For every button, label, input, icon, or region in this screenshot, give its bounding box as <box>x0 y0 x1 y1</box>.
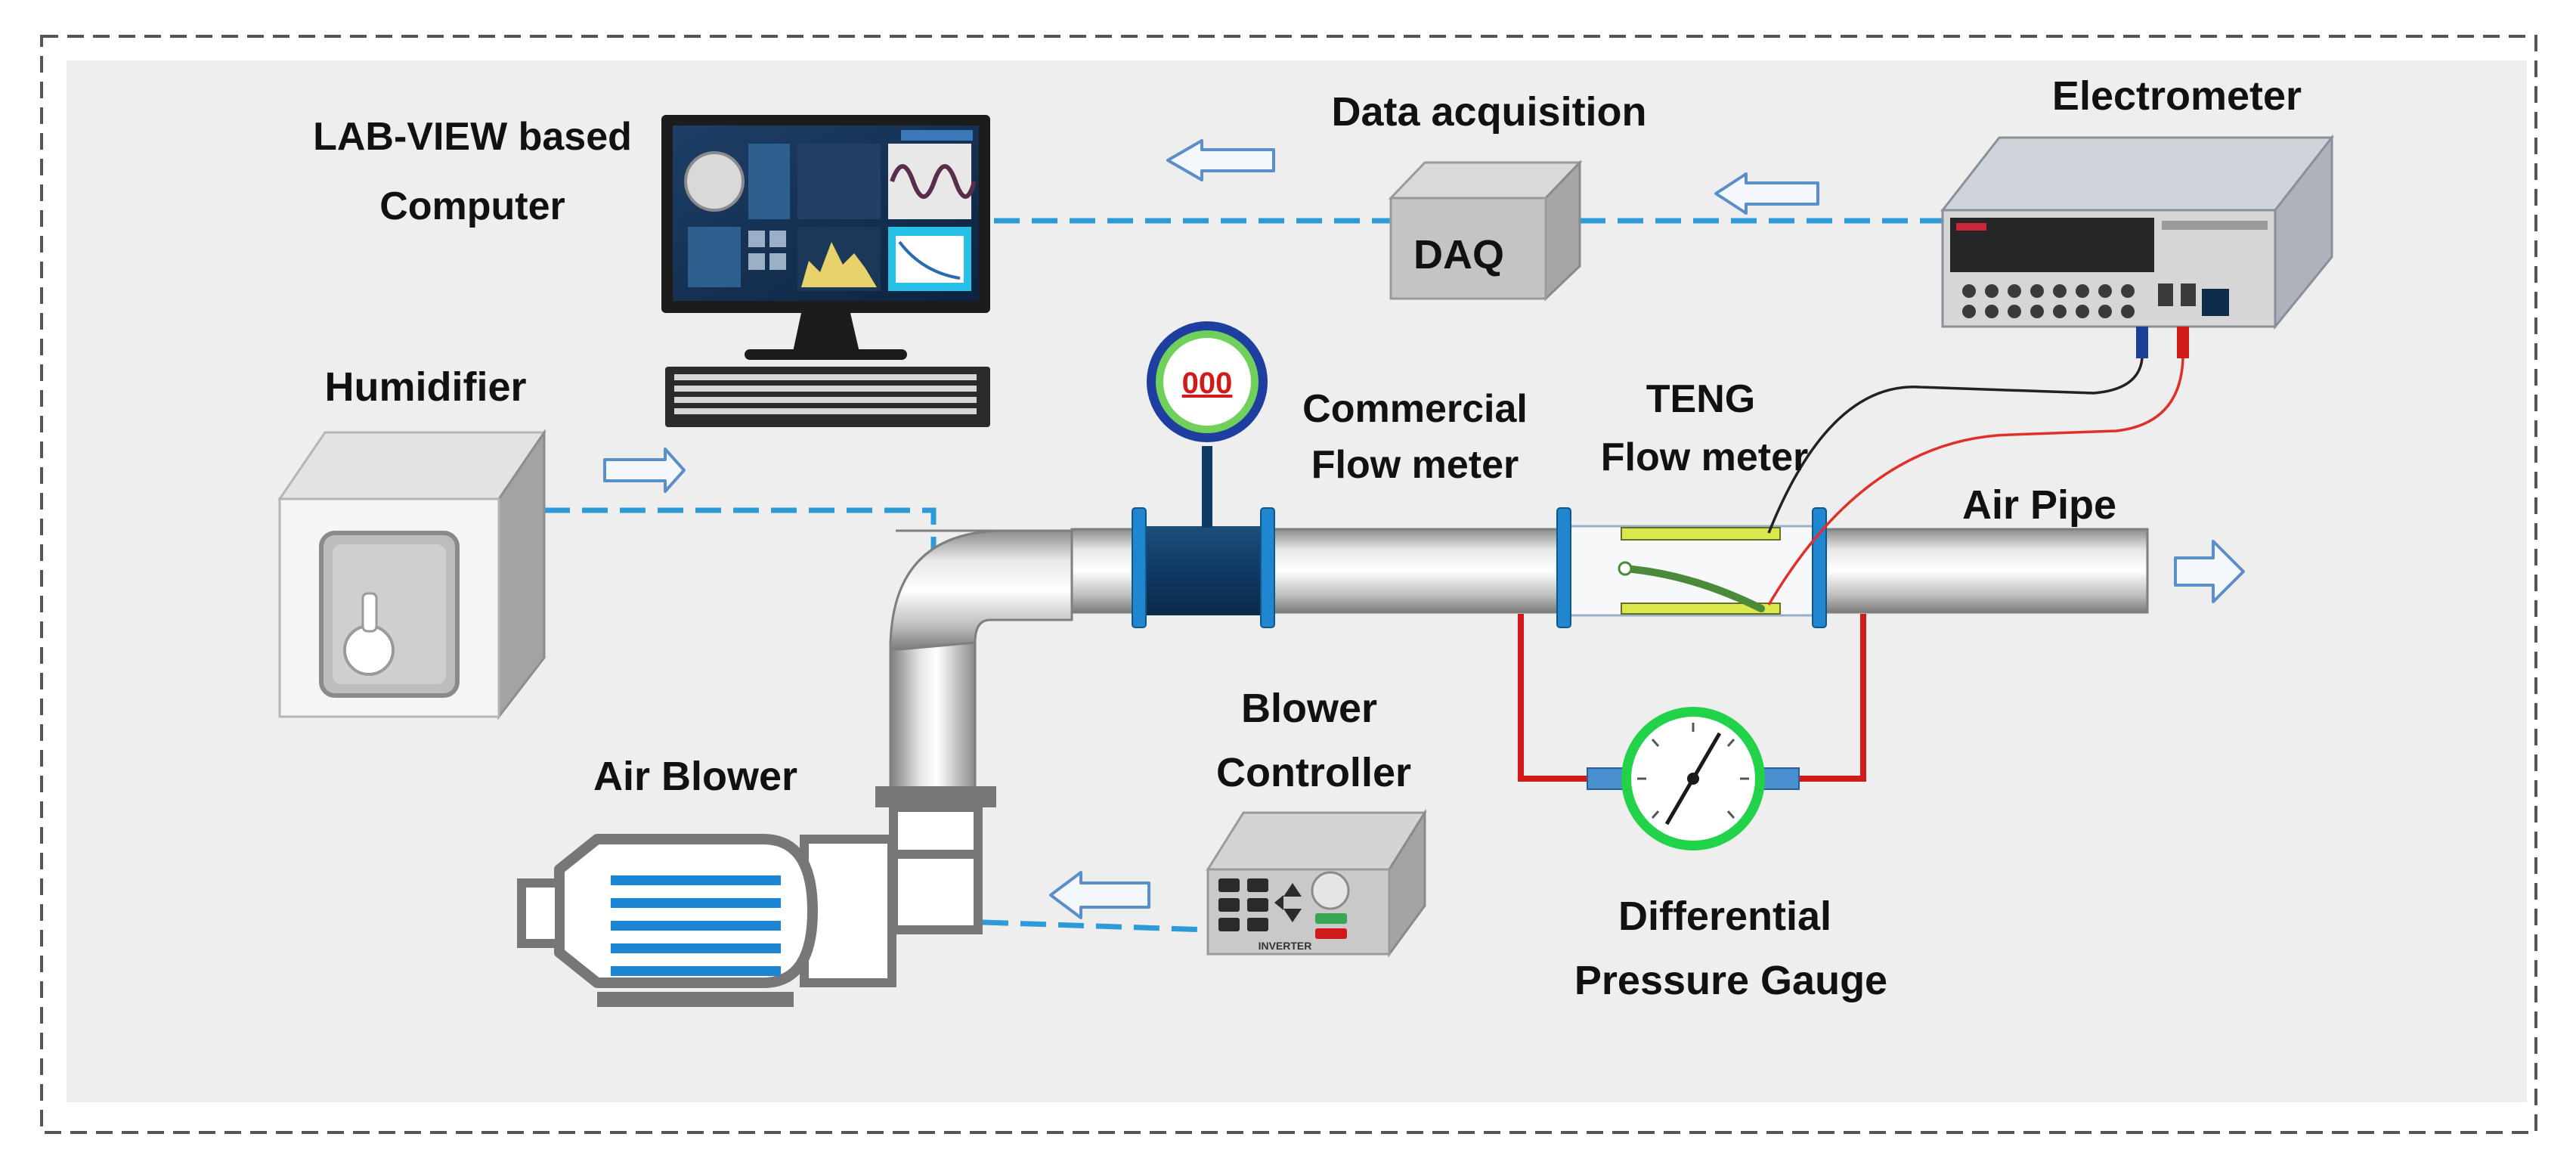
controller-inverter-label: INVERTER <box>1259 940 1312 952</box>
label-humidifier: Humidifier <box>324 364 526 410</box>
arrow-right-humidifier <box>603 448 686 493</box>
label-air-pipe: Air Pipe <box>1962 482 2116 528</box>
label-data-acquisition: Data acquisition <box>1331 89 1646 135</box>
flange-2 <box>1260 507 1275 628</box>
arrow-left-blower-controller <box>1049 871 1150 919</box>
air-blower <box>517 786 996 1007</box>
label-lab-view-line1: LAB-VIEW based <box>313 115 632 159</box>
label-lab-view-line2: Computer <box>379 184 565 228</box>
humidifier-pipe-line <box>544 507 937 605</box>
flange-3 <box>1556 507 1571 628</box>
commercial-flow-meter <box>1147 321 1268 528</box>
electrometer <box>1940 134 2335 358</box>
terminal-red <box>2177 327 2189 358</box>
label-teng-line1: TENG <box>1646 377 1755 421</box>
blower-controller <box>1206 808 1427 958</box>
arrow-right-air-pipe <box>2174 540 2245 603</box>
pressure-tube-left <box>1518 614 1595 782</box>
label-commercial-line1: Commercial <box>1302 387 1528 431</box>
red-wire <box>1767 358 2184 606</box>
label-commercial-line2: Flow meter <box>1311 443 1519 487</box>
signal-lines <box>544 218 1943 933</box>
flow-meter-readout: 000 <box>1182 367 1233 400</box>
label-air-blower: Air Blower <box>593 754 797 799</box>
air-pipe <box>889 507 2149 792</box>
flow-arrows <box>603 139 2245 919</box>
pressure-tube-right <box>1788 614 1866 782</box>
controller-blower-line <box>982 919 1210 933</box>
label-blower-controller-line1: Blower <box>1241 686 1377 731</box>
label-electrometer: Electrometer <box>2052 73 2302 119</box>
label-differential-line2: Pressure Gauge <box>1574 958 1887 1003</box>
label-teng-line2: Flow meter <box>1601 435 1809 479</box>
black-wire <box>1767 358 2144 534</box>
teng-electrode-bottom <box>1621 603 1781 615</box>
humidifier <box>277 429 546 720</box>
label-daq: DAQ <box>1413 232 1504 277</box>
terminal-blue <box>2136 327 2148 358</box>
teng-electrode-top <box>1621 527 1781 541</box>
commercial-flow-meter-body <box>1145 526 1266 615</box>
differential-pressure-gauge <box>1518 614 1866 850</box>
flange-1 <box>1132 507 1147 628</box>
arrow-left-electrometer <box>1714 172 1819 215</box>
label-blower-controller-line2: Controller <box>1216 750 1411 795</box>
computer <box>661 115 990 427</box>
label-differential-line1: Differential <box>1618 894 1831 939</box>
monitor-stand <box>792 313 860 355</box>
daq-box <box>1388 160 1583 302</box>
teng-flap <box>1621 565 1765 612</box>
labels: LAB-VIEW based Computer Data acquisition… <box>313 73 2302 1003</box>
blower-motor-housing <box>554 834 818 988</box>
electrometer-power-switch <box>2202 289 2229 316</box>
arrow-left-data-acquisition <box>1166 139 1275 181</box>
electrode-wires <box>1767 358 2184 606</box>
